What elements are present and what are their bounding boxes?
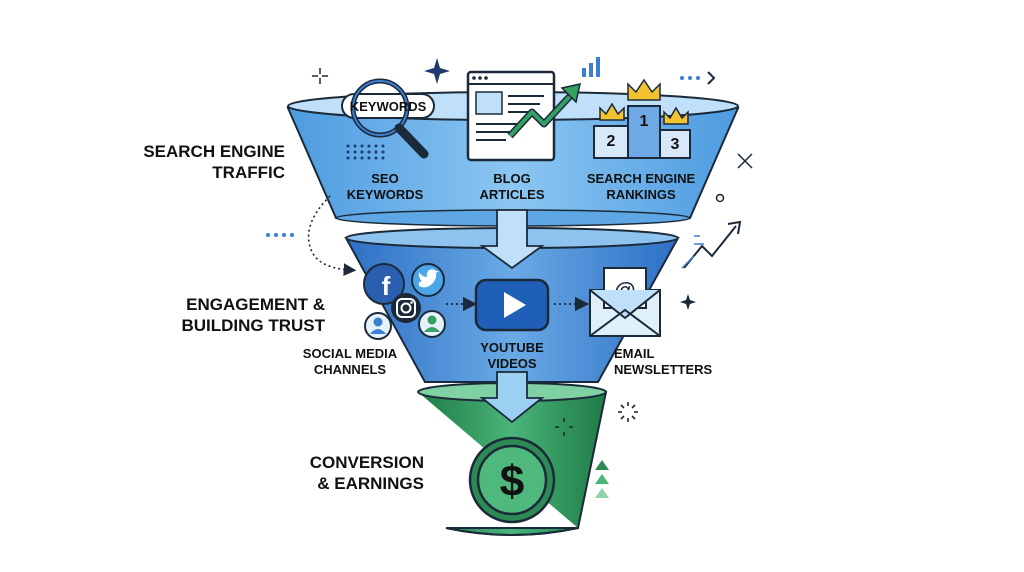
stage-label-search-engine-traffic: SEARCH ENGINE TRAFFIC [143,142,285,182]
item-label-email-newsletters: EMAIL NEWSLETTERS [614,346,713,377]
keywords-tag: KEYWORDS [349,99,427,114]
item-label-blog-articles: BLOG ARTICLES [479,171,545,202]
item-label-youtube-videos: YOUTUBE VIDEOS [480,340,544,371]
burst-icon [555,418,573,436]
dot-grid-icon [346,144,385,160]
podium-rank-2: 2 [606,133,616,150]
close-x-icon [737,153,753,169]
flow-arrow-top [479,209,545,270]
facebook-icon: f [363,263,405,305]
youtube-play-icon [474,278,550,332]
user-avatar-icon [418,310,446,338]
triangles-up-icon [595,460,609,498]
small-circle-icon [715,193,725,203]
crosshair-icon [312,68,328,84]
dashed-curve-arrow [307,195,357,276]
twitter-icon [411,263,445,297]
crown-silver-icon [599,102,625,121]
dots-icon [266,233,294,237]
user-avatar-icon [364,312,392,340]
magnifier-icon [341,78,435,159]
bar-chart-icon [582,57,600,77]
stage-label-conversion: CONVERSION & EARNINGS [309,453,424,493]
blog-article-icon [466,70,556,162]
crown-bronze-icon [663,106,689,125]
instagram-icon [391,293,421,323]
burst-icon [618,402,638,422]
stage-label-engagement: ENGAGEMENT & BUILDING TRUST [181,295,325,335]
flow-arrow-bottom [479,371,545,424]
podium-icon [593,105,691,159]
sparkle-icon [680,294,696,310]
item-label-seo-keywords: SEO KEYWORDS [346,171,424,202]
trend-line-icon [681,220,742,269]
item-label-social-media: SOCIAL MEDIA CHANNELS [302,346,398,377]
sparkle-icon [424,58,450,84]
dollar-coin-icon: $ [468,436,556,524]
email-envelope-icon: @ [589,267,661,337]
item-label-search-rankings: SEARCH ENGINE RANKINGS [586,171,696,202]
trend-up-arrow-icon [507,83,581,139]
dots-arrow-icon [680,71,716,85]
podium-rank-3: 3 [670,136,680,153]
podium-rank-1: 1 [639,113,649,130]
svg-text:f: f [382,271,391,301]
crown-gold-icon [627,78,661,101]
svg-text:$: $ [500,457,524,506]
